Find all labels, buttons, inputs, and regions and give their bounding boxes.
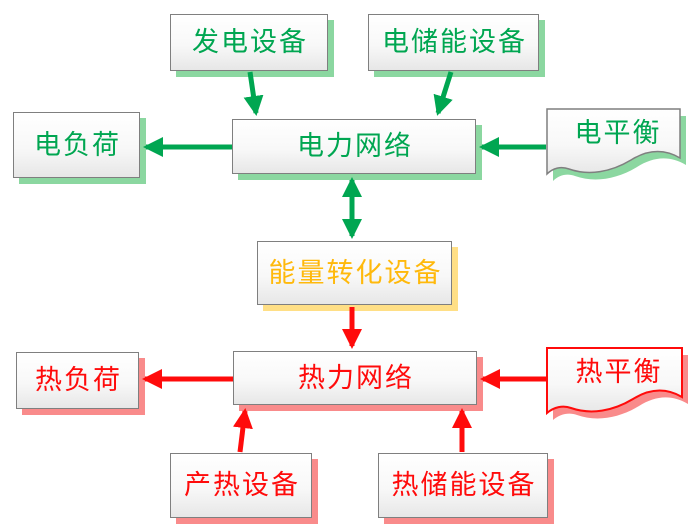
- node-electric-balance-label: 电平衡: [574, 118, 662, 149]
- arrow-heat-generation-to-heat-network: [233, 408, 253, 453]
- node-heat-load-label: 热负荷: [35, 365, 122, 396]
- node-electric-load: 电负荷: [13, 112, 140, 178]
- node-electric-balance: 电平衡: [546, 108, 688, 186]
- arrow-electric-storage-to-power-network: [433, 71, 454, 116]
- node-heat-storage: 热储能设备: [378, 453, 548, 518]
- node-power-generation-label: 发电设备: [192, 27, 308, 58]
- node-power-network: 电力网络: [232, 119, 476, 174]
- node-electric-load-label: 电负荷: [34, 129, 121, 161]
- node-electric-storage: 电储能设备: [368, 14, 539, 71]
- node-heat-load: 热负荷: [16, 352, 139, 409]
- node-heat-balance: 热平衡: [546, 347, 690, 427]
- arrow-power-generation-to-power-network: [243, 71, 264, 116]
- node-heat-network: 热力网络: [233, 351, 477, 405]
- document-shape-electric: [546, 108, 686, 181]
- node-power-network-label: 电力网络: [297, 131, 413, 162]
- node-energy-conversion: 能量转化设备: [257, 241, 452, 305]
- node-heat-generation-label: 产热设备: [184, 470, 300, 501]
- document-shape-thermal: [546, 347, 688, 420]
- node-heat-generation: 产热设备: [170, 453, 312, 518]
- node-heat-balance-label: 热平衡: [575, 357, 663, 388]
- node-power-generation: 发电设备: [170, 14, 328, 71]
- node-heat-storage-label: 热储能设备: [391, 470, 537, 501]
- node-heat-network-label: 热力网络: [298, 362, 414, 394]
- node-energy-conversion-label: 能量转化设备: [268, 257, 443, 289]
- node-electric-storage-label: 电储能设备: [382, 27, 527, 58]
